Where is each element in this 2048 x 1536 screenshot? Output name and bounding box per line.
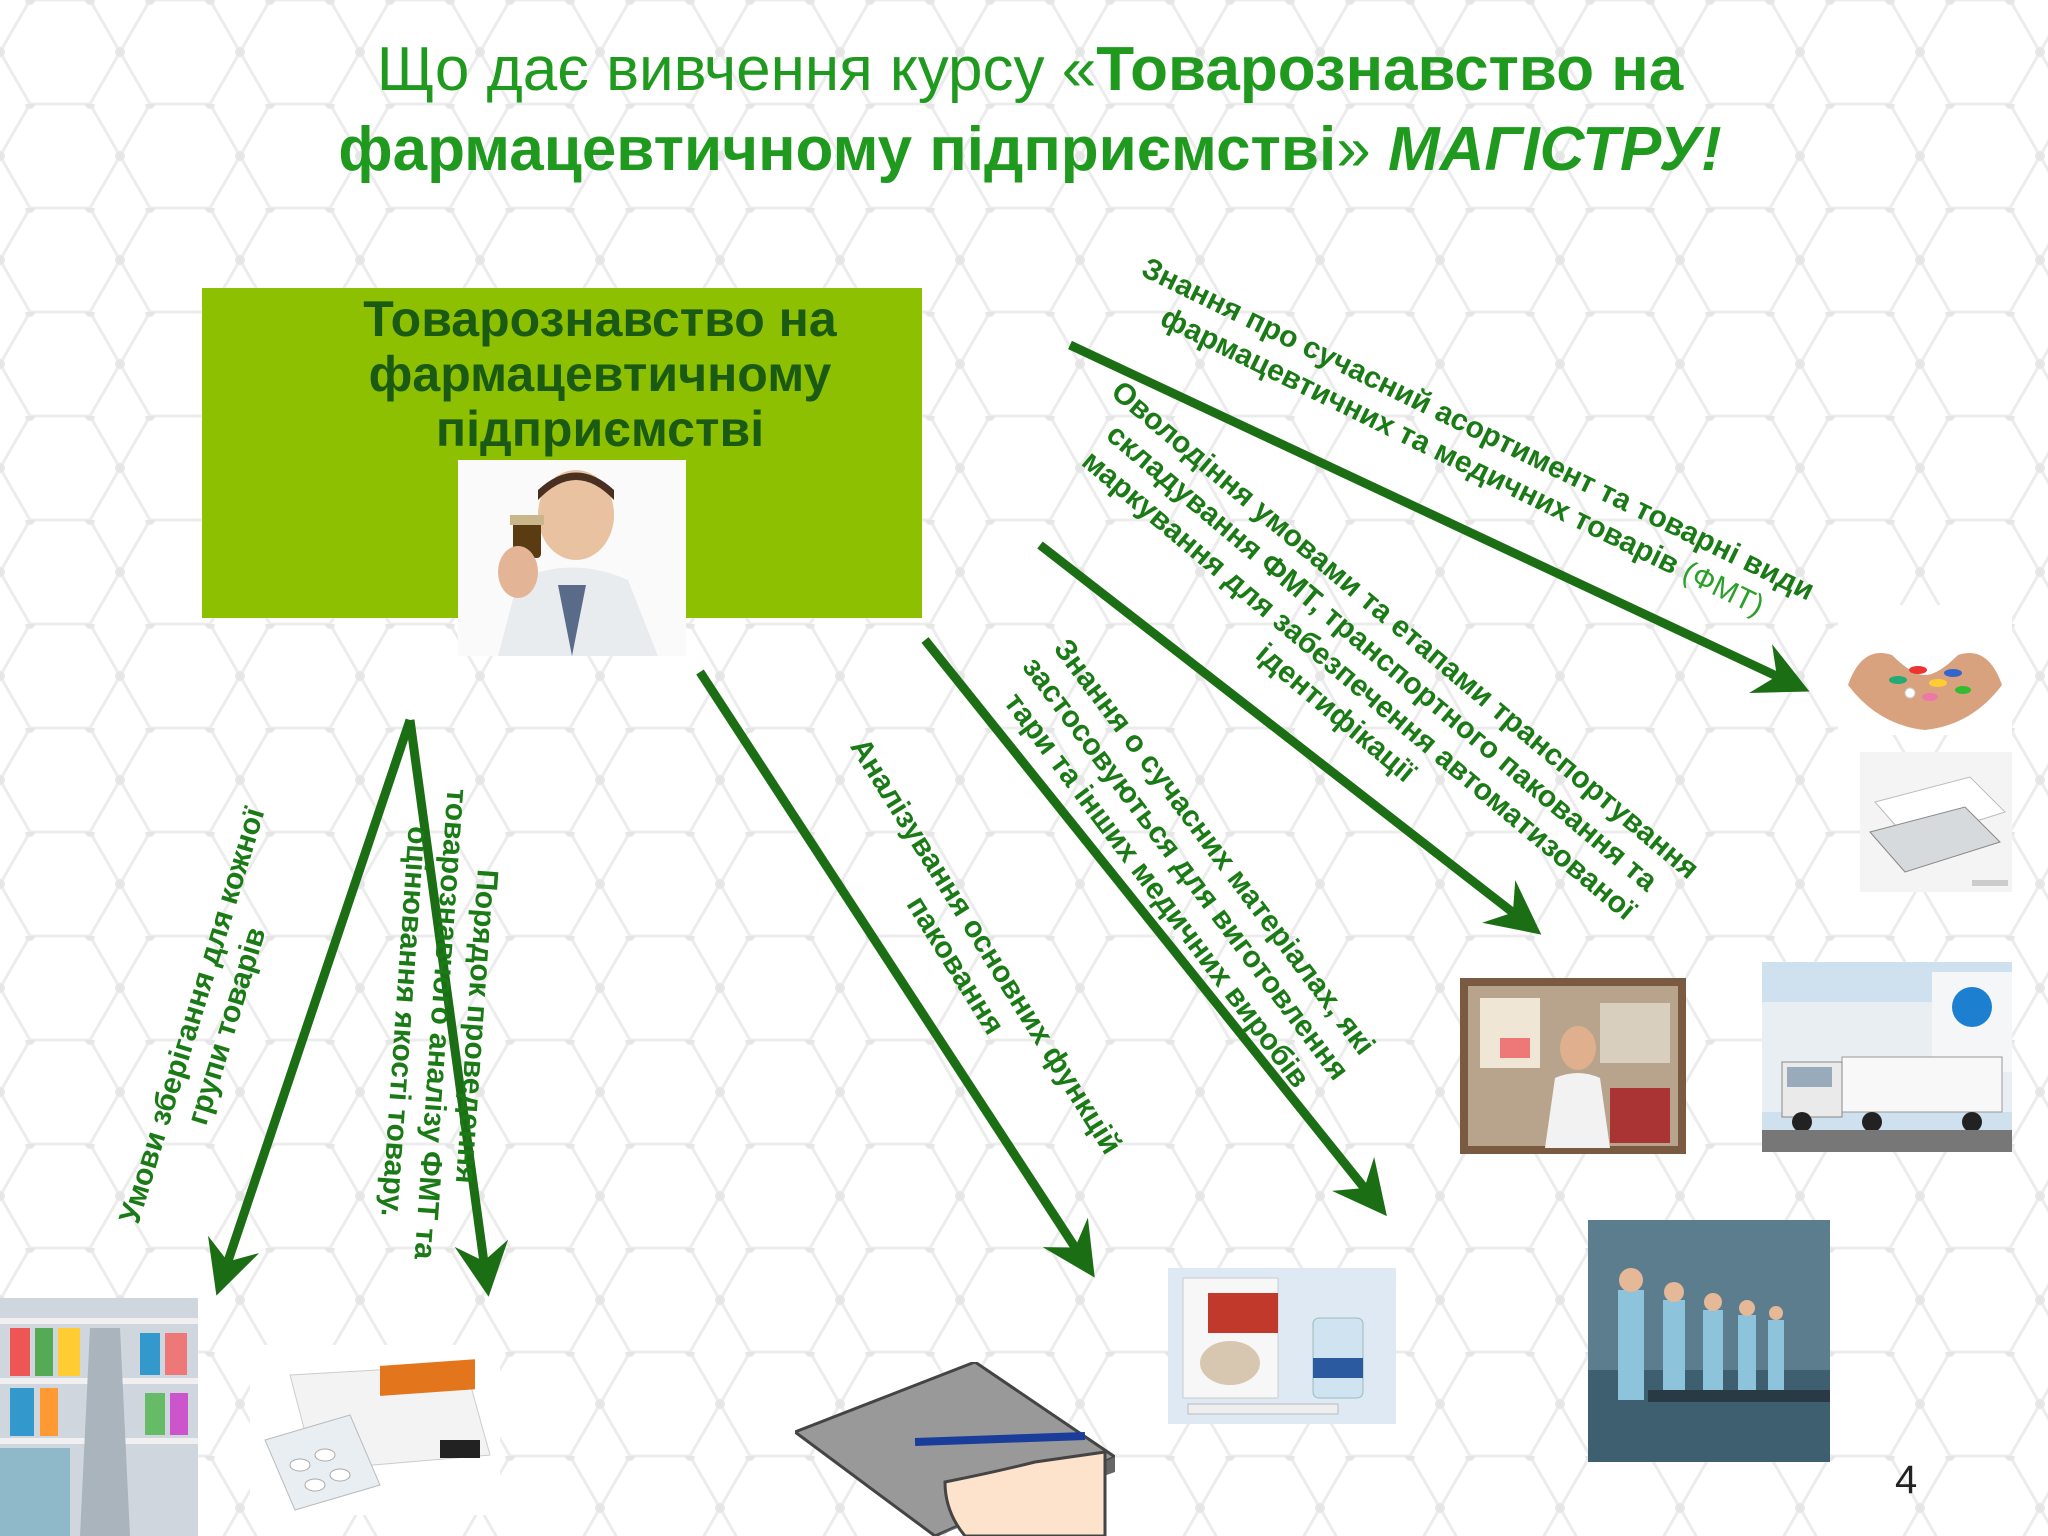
- packaging-tray-photo: [1860, 752, 2012, 892]
- title-emphasis: МАГІСТРУ!: [1387, 115, 1722, 184]
- conveyor-workers-photo: [1588, 1220, 1830, 1462]
- pharmacist-photo: [458, 460, 686, 656]
- pharmacy-shelves-photo: [0, 1298, 198, 1536]
- slide-title: Що дає вивчення курсу «Товарознавство на…: [338, 35, 1722, 184]
- veterinary-medicine-photo: [1168, 1268, 1396, 1424]
- arrow-assortment: [1068, 340, 1810, 693]
- arrow-transport: [1037, 541, 1542, 935]
- writing-hand-illustration: [795, 1362, 1115, 1536]
- page-number: 4: [1895, 1458, 1918, 1502]
- medicine-package-photo: [250, 1345, 500, 1515]
- center-box-title: Товарознавство на фармацевтичному підпри…: [363, 291, 837, 457]
- course-name: Товарознавство на фармацевтичному підпри…: [338, 35, 1684, 184]
- arrow-packaging: [696, 669, 1095, 1278]
- arrow-storage: [208, 718, 415, 1296]
- arrow-analysis: [405, 719, 509, 1297]
- pills-in-hands-photo: [1838, 605, 2012, 735]
- warehouse-worker-photo: [1460, 978, 1686, 1154]
- truck-warehouse-photo: [1762, 962, 2012, 1152]
- arrow-materials: [921, 637, 1387, 1217]
